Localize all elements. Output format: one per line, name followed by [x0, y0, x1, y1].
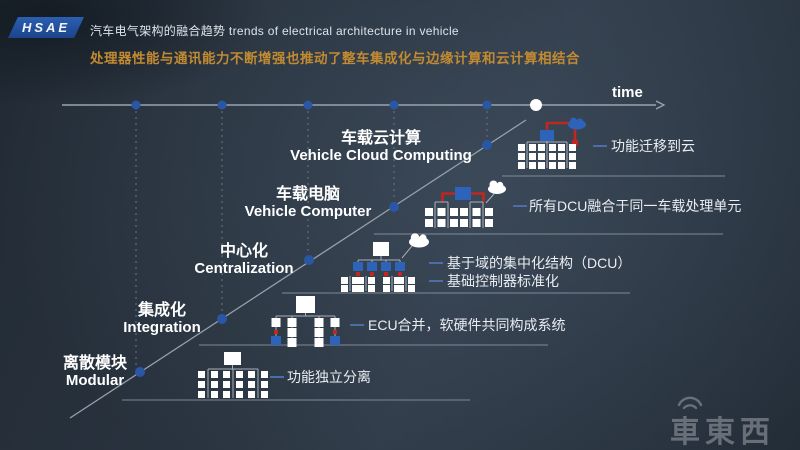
- cloud-icon: [488, 180, 506, 194]
- dashed-droplines: [135, 111, 488, 366]
- stage-name-zh: 车载云计算: [340, 130, 422, 147]
- watermark-logo: 車東西: [670, 416, 775, 449]
- stage-name-en: Modular: [65, 372, 125, 389]
- stage-name-en: Vehicle Cloud Computing: [290, 147, 472, 164]
- stage-name-zh: 集成化: [137, 302, 186, 319]
- vehicle-computer-topology-icon: [425, 180, 506, 228]
- page-subtitle: 处理器性能与通讯能力不断增强也推动了整车集成化与边缘计算和云计算相结合: [90, 51, 580, 66]
- stage-label-integration: 集成化 Integration: [123, 302, 201, 336]
- time-axis-label: time: [612, 84, 643, 101]
- desc-vehicle-cloud: 功能迁移到云: [611, 138, 695, 154]
- stage-name-zh: 离散模块: [62, 355, 128, 372]
- timeline-axis: [62, 100, 666, 110]
- modular-topology-icon: [198, 352, 268, 398]
- hsae-logo: HSAE: [8, 17, 84, 38]
- stage-dots: [135, 140, 492, 377]
- stage-name-zh: 车载电脑: [275, 186, 341, 203]
- stage-label-modular: 离散模块 Modular: [63, 355, 127, 389]
- separator-lines: [122, 175, 725, 401]
- cloud-icon: [409, 233, 429, 248]
- desc-integration: ECU合并，软硬件共同构成系统: [368, 317, 566, 333]
- desc-vehicle-computer: 所有DCU融合于同一车载处理单元: [529, 198, 742, 214]
- stage-name-zh: 中心化: [219, 243, 268, 260]
- stage-name-en: Integration: [123, 319, 201, 336]
- stage-label-vehicle-cloud: 车载云计算 Vehicle Cloud Computing: [290, 130, 472, 164]
- hsae-logo-text: HSAE: [21, 20, 71, 35]
- stage-name-en: Centralization: [194, 260, 294, 277]
- integration-topology-icon: [271, 296, 340, 347]
- current-time-dot: [530, 99, 542, 111]
- watermark-signal-icon: [677, 396, 703, 410]
- desc-dash-icons: [270, 145, 607, 378]
- centralization-topology-icon: [341, 233, 429, 292]
- timeline-dots: [131, 99, 542, 111]
- desc-centralization-1: 基于域的集中化结构（DCU）: [447, 255, 632, 271]
- stage-name-en: Vehicle Computer: [244, 203, 372, 220]
- cloud-icon: [568, 117, 586, 130]
- stage-label-vehicle-computer: 车载电脑 Vehicle Computer: [245, 186, 372, 220]
- desc-modular: 功能独立分离: [287, 369, 371, 385]
- stage-label-centralization: 中心化 Centralization: [194, 243, 293, 277]
- vehicle-cloud-topology-icon: [518, 117, 586, 169]
- diagonal-trend-line: [69, 119, 527, 419]
- page-title: 汽车电气架构的融合趋势 trends of electrical archite…: [90, 24, 459, 38]
- desc-centralization-2: 基础控制器标准化: [447, 273, 559, 289]
